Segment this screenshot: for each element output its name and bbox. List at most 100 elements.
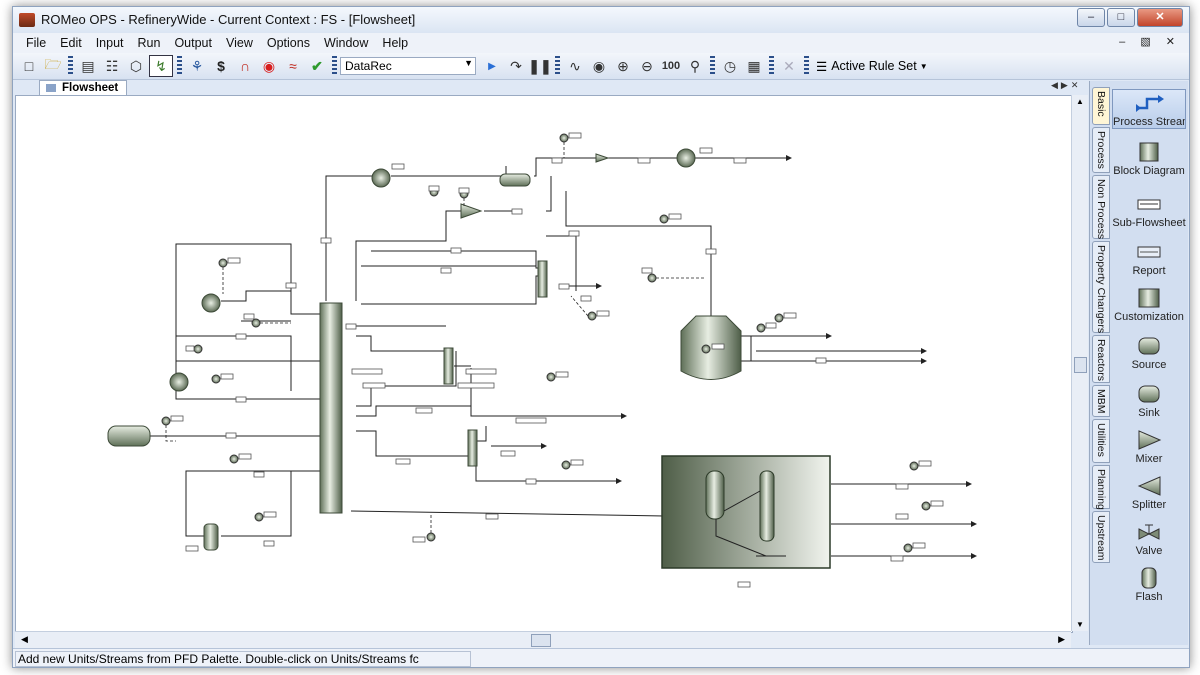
document-tab-strip bbox=[13, 80, 1087, 94]
clock-icon[interactable]: ◷ bbox=[723, 57, 737, 74]
palette-item-process-stream[interactable]: Process Stream bbox=[1112, 89, 1186, 129]
disabled-tool-icon[interactable]: ✕ bbox=[783, 57, 795, 74]
palette-tab-upstream[interactable]: Upstream bbox=[1092, 511, 1110, 563]
toolbar-separator[interactable] bbox=[710, 56, 715, 76]
side-strippers[interactable] bbox=[107, 148, 831, 569]
magnet-icon[interactable]: ∩ bbox=[239, 58, 251, 74]
palette-item-block-diagram[interactable]: Block Diagram bbox=[1112, 139, 1186, 177]
zoom-in-icon[interactable]: ⊕ bbox=[617, 57, 629, 74]
palette-tab-mbm[interactable]: MBM bbox=[1092, 385, 1110, 417]
horizontal-scrollbar[interactable]: ◀ ▶ bbox=[15, 631, 1071, 648]
window-title: ROMeo OPS - RefineryWide - Current Conte… bbox=[41, 12, 416, 27]
vertical-scroll-thumb[interactable] bbox=[1074, 357, 1087, 373]
horizontal-scroll-thumb[interactable] bbox=[531, 634, 551, 647]
palette-item-sink[interactable]: Sink bbox=[1112, 381, 1186, 419]
main-fractionator-column[interactable] bbox=[319, 302, 343, 514]
new-file-icon[interactable]: □ bbox=[24, 58, 34, 74]
palette-item-source[interactable]: Source bbox=[1112, 333, 1186, 371]
tree-icon[interactable]: ☷ bbox=[105, 57, 119, 74]
heat-exchanger-top[interactable] bbox=[676, 148, 696, 168]
close-button[interactable]: ✕ bbox=[1137, 8, 1183, 27]
binoculars-icon[interactable]: ◉ bbox=[592, 57, 606, 74]
zoom-100-icon[interactable]: 100 bbox=[661, 60, 681, 72]
palette-item-customization[interactable]: Customization bbox=[1112, 285, 1186, 323]
target-icon[interactable]: ◉ bbox=[262, 57, 276, 74]
settler-vessel[interactable] bbox=[680, 315, 742, 380]
menu-output[interactable]: Output bbox=[174, 36, 212, 50]
palette-item-valve[interactable]: Valve bbox=[1112, 519, 1186, 557]
play-icon[interactable]: ▶ bbox=[488, 60, 496, 72]
palette-item-splitter[interactable]: Splitter bbox=[1112, 473, 1186, 511]
zoom-fit-icon[interactable]: ⚲ bbox=[689, 57, 701, 74]
side-stripper-2[interactable] bbox=[443, 347, 454, 385]
scroll-right-icon[interactable]: ▶ bbox=[1058, 634, 1065, 644]
side-stripper-1[interactable] bbox=[537, 260, 548, 298]
dollar-icon[interactable]: $ bbox=[217, 58, 225, 74]
palette-item-mixer[interactable]: Mixer bbox=[1112, 427, 1186, 465]
check-icon[interactable]: ✔ bbox=[311, 57, 323, 74]
flowsheet-canvas[interactable] bbox=[15, 95, 1073, 633]
menu-options[interactable]: Options bbox=[266, 36, 310, 50]
scroll-up-icon[interactable]: ▲ bbox=[1076, 97, 1084, 106]
network-icon[interactable]: ⚘ bbox=[190, 57, 204, 74]
maximize-button[interactable]: □ bbox=[1107, 8, 1135, 27]
palette-item-flash[interactable]: Flash bbox=[1112, 565, 1186, 603]
menu-help[interactable]: Help bbox=[382, 36, 409, 50]
tab-flowsheet[interactable]: Flowsheet bbox=[39, 80, 128, 96]
active-rule-set-dropdown[interactable]: ☰ Active Rule Set ▼ bbox=[816, 59, 928, 74]
palette-tab-label: Basic bbox=[1095, 91, 1107, 117]
pump-around-exchanger-2[interactable] bbox=[169, 372, 189, 392]
step-icon[interactable]: ↷ bbox=[510, 57, 522, 74]
sub-flowsheet-block[interactable] bbox=[661, 455, 831, 569]
flowsheet-diagram[interactable] bbox=[16, 96, 1072, 632]
connect-icon[interactable]: ↯ bbox=[149, 55, 173, 77]
palette-tab-property-changers[interactable]: Property Changers bbox=[1092, 241, 1110, 333]
status-bar: Add new Units/Streams from PFD Palette. … bbox=[13, 648, 1189, 667]
component-icon[interactable]: ⬡ bbox=[129, 57, 143, 74]
toolbar-separator[interactable] bbox=[332, 56, 337, 76]
pump-top[interactable] bbox=[595, 153, 610, 163]
pause-icon[interactable]: ❚❚ bbox=[528, 57, 552, 74]
toolbar-separator[interactable] bbox=[769, 56, 774, 76]
palette-tab-non-process[interactable]: Non Process bbox=[1092, 175, 1110, 239]
graph-icon[interactable]: ▦ bbox=[747, 57, 761, 74]
flash-icon bbox=[1134, 565, 1164, 591]
pump-around-exchanger-1[interactable] bbox=[201, 293, 221, 313]
menu-file[interactable]: File bbox=[26, 36, 47, 50]
compressor[interactable] bbox=[460, 203, 483, 219]
palette-tab-utilities[interactable]: Utilities bbox=[1092, 419, 1110, 463]
main-column-group[interactable] bbox=[146, 155, 977, 559]
vertical-scrollbar[interactable]: ▲ ▼ bbox=[1071, 95, 1088, 631]
feed-drum[interactable] bbox=[107, 425, 151, 447]
scroll-down-icon[interactable]: ▼ bbox=[1076, 620, 1084, 629]
trend-icon[interactable]: ∿ bbox=[569, 57, 581, 74]
palette-item-sub-flowsheet[interactable]: Sub-Flowsheet bbox=[1112, 191, 1186, 229]
tab-navigation-controls[interactable]: ◀▶✕ bbox=[1051, 80, 1082, 90]
chart-icon[interactable]: ≈ bbox=[289, 58, 297, 74]
open-folder-icon[interactable]: 🗁 bbox=[44, 56, 62, 72]
mdi-controls[interactable]: – ▧ ✕ bbox=[1119, 36, 1181, 48]
bottom-drum[interactable] bbox=[203, 523, 219, 551]
palette-tab-reactors[interactable]: Reactors bbox=[1092, 335, 1110, 383]
mode-select[interactable]: DataRec ▼ bbox=[340, 57, 476, 75]
menu-input[interactable]: Input bbox=[95, 36, 124, 50]
toolbar-separator[interactable] bbox=[555, 56, 560, 76]
toolbar-separator[interactable] bbox=[177, 56, 182, 76]
overhead-drum[interactable] bbox=[499, 173, 531, 187]
menu-window[interactable]: Window bbox=[323, 36, 369, 50]
toolbar-separator[interactable] bbox=[68, 56, 73, 76]
menu-run[interactable]: Run bbox=[137, 36, 161, 50]
scroll-left-icon[interactable]: ◀ bbox=[21, 634, 28, 644]
condenser-exchanger[interactable] bbox=[371, 168, 391, 188]
toolbar-separator[interactable] bbox=[804, 56, 809, 76]
palette-tab-basic[interactable]: Basic bbox=[1092, 87, 1110, 125]
zoom-out-icon[interactable]: ⊖ bbox=[641, 57, 653, 74]
palette-tab-planning[interactable]: Planning bbox=[1092, 465, 1110, 510]
list-icon[interactable]: ▤ bbox=[81, 57, 95, 74]
side-stripper-3[interactable] bbox=[467, 429, 478, 467]
menu-edit[interactable]: Edit bbox=[60, 36, 82, 50]
minimize-button[interactable]: – bbox=[1077, 8, 1105, 27]
palette-item-report[interactable]: Report bbox=[1112, 239, 1186, 277]
menu-view[interactable]: View bbox=[225, 36, 253, 50]
palette-tab-process[interactable]: Process bbox=[1092, 127, 1110, 173]
